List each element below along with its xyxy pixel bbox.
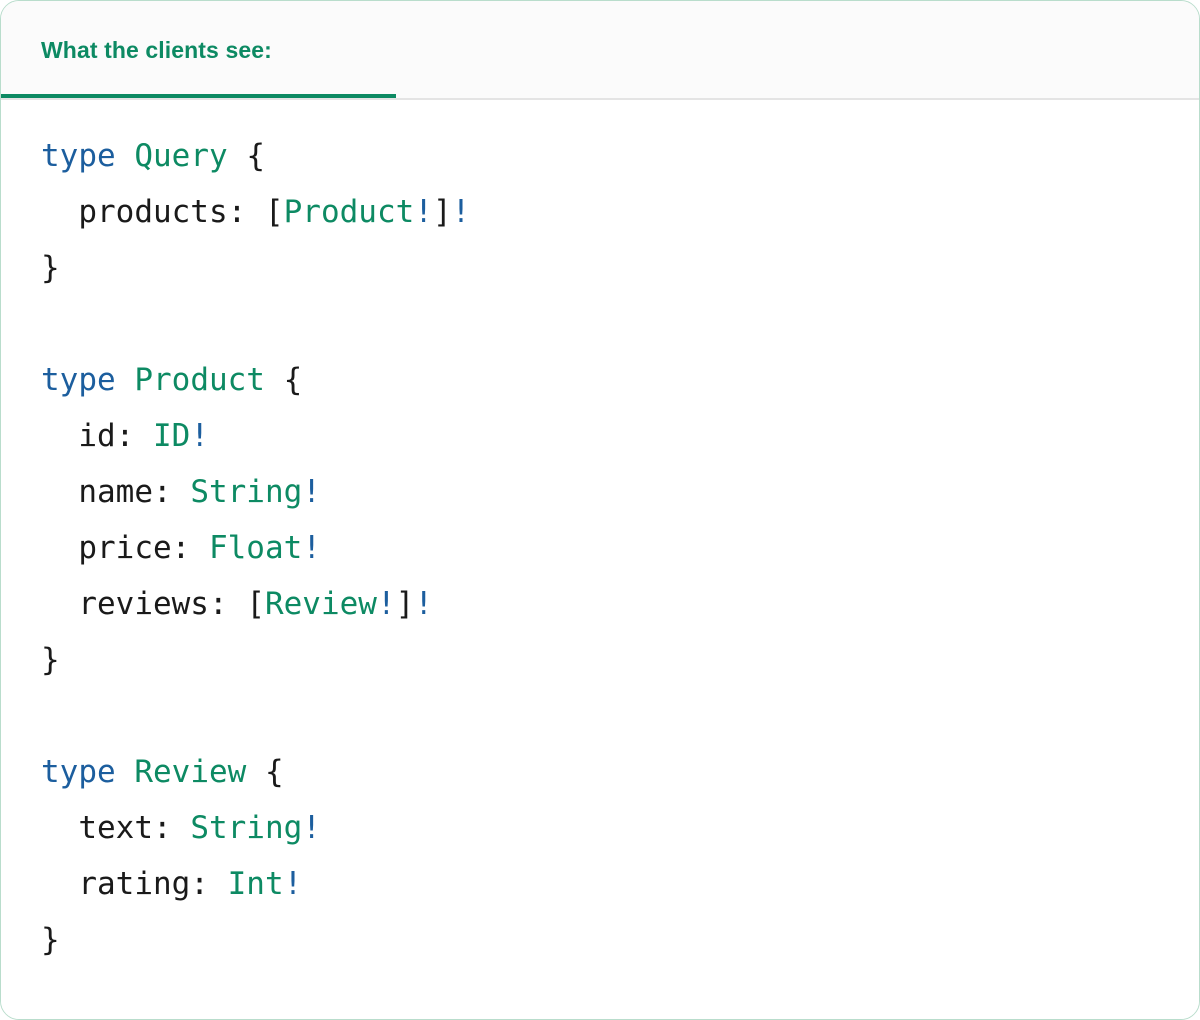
- code-token-bang: !: [376, 586, 396, 622]
- code-line: type Review {: [41, 744, 1199, 800]
- code-line: price: Float!: [41, 520, 1199, 576]
- code-token-field: name:: [41, 474, 191, 510]
- code-token-field: id:: [41, 418, 153, 454]
- code-token-field: reviews:: [41, 586, 247, 622]
- code-line: id: ID!: [41, 408, 1199, 464]
- code-token-punct: }: [41, 642, 60, 678]
- code-token-keyword: type: [41, 362, 116, 398]
- code-token-plain: [116, 754, 135, 790]
- code-token-type: String: [190, 474, 303, 510]
- code-token-bang: !: [302, 474, 321, 510]
- code-token-type: Product: [134, 362, 265, 398]
- code-line: [41, 688, 1199, 744]
- code-line: }: [41, 912, 1199, 968]
- code-token-bang: !: [414, 586, 433, 622]
- code-token-punct: }: [41, 250, 60, 286]
- code-token-plain: [116, 138, 135, 174]
- code-token-bang: !: [190, 418, 209, 454]
- code-token-type: ID: [152, 418, 191, 454]
- code-line: text: String!: [41, 800, 1199, 856]
- code-line: [41, 296, 1199, 352]
- code-token-bang: !: [302, 530, 321, 566]
- tab-strip: What the clients see:: [1, 1, 1199, 100]
- code-token-bang: !: [414, 194, 433, 230]
- code-line: }: [41, 240, 1199, 296]
- code-token-type: Review: [264, 586, 377, 622]
- tab-what-the-clients-see[interactable]: What the clients see:: [1, 1, 396, 100]
- active-tab-indicator: [1, 94, 396, 98]
- code-line: reviews: [Review!]!: [41, 576, 1199, 632]
- code-token-field: products:: [41, 194, 265, 230]
- code-token-bang: !: [302, 810, 321, 846]
- code-panel: type Query { products: [Product!]! } typ…: [1, 100, 1199, 1019]
- code-token-type: Float: [208, 530, 303, 566]
- code-token-field: rating:: [41, 866, 228, 902]
- code-token-type: Query: [134, 138, 228, 174]
- code-token-type: Int: [227, 866, 284, 902]
- code-line: rating: Int!: [41, 856, 1199, 912]
- code-token-punct: }: [41, 922, 60, 958]
- graphql-schema-code[interactable]: type Query { products: [Product!]! } typ…: [1, 128, 1199, 968]
- code-line: type Product {: [41, 352, 1199, 408]
- code-token-type: Review: [134, 754, 247, 790]
- code-token-field: text:: [41, 810, 191, 846]
- code-token-punct: {: [264, 362, 303, 398]
- code-token-keyword: type: [41, 754, 116, 790]
- code-token-field: price:: [41, 530, 209, 566]
- code-line: products: [Product!]!: [41, 184, 1199, 240]
- code-line: }: [41, 632, 1199, 688]
- code-token-punct: [: [246, 586, 265, 622]
- code-token-plain: [116, 362, 135, 398]
- code-token-type: Product: [283, 194, 415, 230]
- tab-label: What the clients see:: [41, 37, 272, 63]
- code-token-keyword: type: [41, 138, 116, 174]
- code-token-bang: !: [451, 194, 471, 230]
- code-token-punct: {: [227, 138, 265, 174]
- code-token-punct: [: [264, 194, 284, 230]
- code-token-punct: ]: [432, 194, 452, 230]
- code-token-bang: !: [283, 866, 303, 902]
- code-token-punct: {: [246, 754, 284, 790]
- code-line: name: String!: [41, 464, 1199, 520]
- code-token-punct: ]: [395, 586, 415, 622]
- code-line: type Query {: [41, 128, 1199, 184]
- code-token-type: String: [190, 810, 303, 846]
